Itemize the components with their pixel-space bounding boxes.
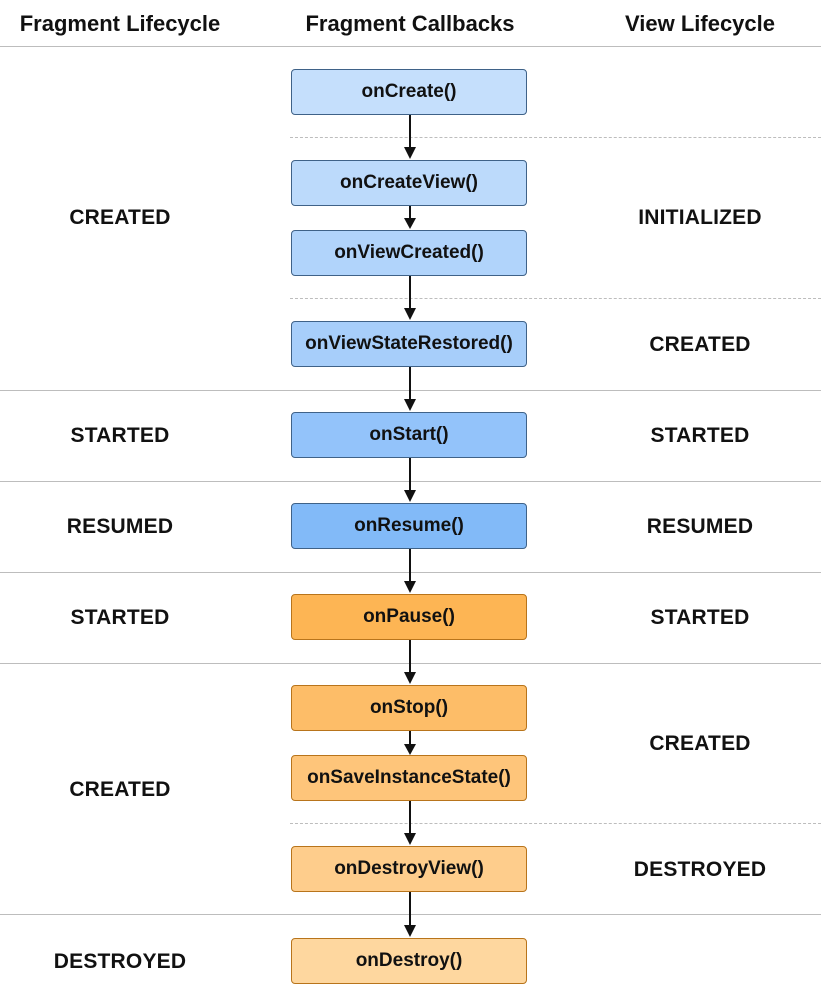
callback-on-create-view: onCreateView() — [291, 160, 527, 206]
view-state-created: CREATED — [649, 333, 751, 356]
arrow-down-icon — [404, 892, 416, 937]
fragment-lifecycle-header: Fragment Lifecycle — [19, 11, 221, 36]
view-state-resumed: RESUMED — [646, 515, 754, 538]
callback-on-destroy: onDestroy() — [291, 938, 527, 984]
header-divider — [0, 46, 821, 47]
callback-on-save-instance-state: onSaveInstanceState() — [291, 755, 527, 801]
callback-on-destroy-view: onDestroyView() — [291, 846, 527, 892]
fragment-state-created: CREATED — [69, 206, 171, 229]
arrow-down-icon — [404, 206, 416, 229]
fragment-state-resumed: RESUMED — [66, 515, 174, 538]
sub-divider — [290, 298, 821, 299]
sub-divider — [290, 823, 821, 824]
callback-on-view-state-restored: onViewStateRestored() — [291, 321, 527, 367]
view-state-initialized: INITIALIZED — [638, 206, 762, 229]
fragment-callbacks-header: Fragment Callbacks — [305, 11, 515, 36]
arrow-down-icon — [404, 458, 416, 502]
sub-divider — [290, 137, 821, 138]
view-state-destroyed: DESTROYED — [633, 858, 767, 881]
arrow-down-icon — [404, 640, 416, 684]
arrow-down-icon — [404, 367, 416, 411]
callback-on-stop: onStop() — [291, 685, 527, 731]
arrow-down-icon — [404, 801, 416, 845]
callback-on-resume: onResume() — [291, 503, 527, 549]
view-state-created: CREATED — [649, 732, 751, 755]
arrow-down-icon — [404, 731, 416, 755]
callback-on-create: onCreate() — [291, 69, 527, 115]
view-state-started: STARTED — [650, 424, 750, 447]
fragment-state-started: STARTED — [70, 424, 170, 447]
arrow-down-icon — [404, 549, 416, 593]
fragment-state-started: STARTED — [70, 606, 170, 629]
view-lifecycle-header: View Lifecycle — [624, 11, 775, 36]
callback-on-start: onStart() — [291, 412, 527, 458]
arrow-down-icon — [404, 115, 416, 159]
view-state-started: STARTED — [650, 606, 750, 629]
callback-on-pause: onPause() — [291, 594, 527, 640]
fragment-state-created: CREATED — [69, 778, 171, 801]
arrow-down-icon — [404, 276, 416, 320]
callback-on-view-created: onViewCreated() — [291, 230, 527, 276]
fragment-state-destroyed: DESTROYED — [53, 950, 187, 973]
